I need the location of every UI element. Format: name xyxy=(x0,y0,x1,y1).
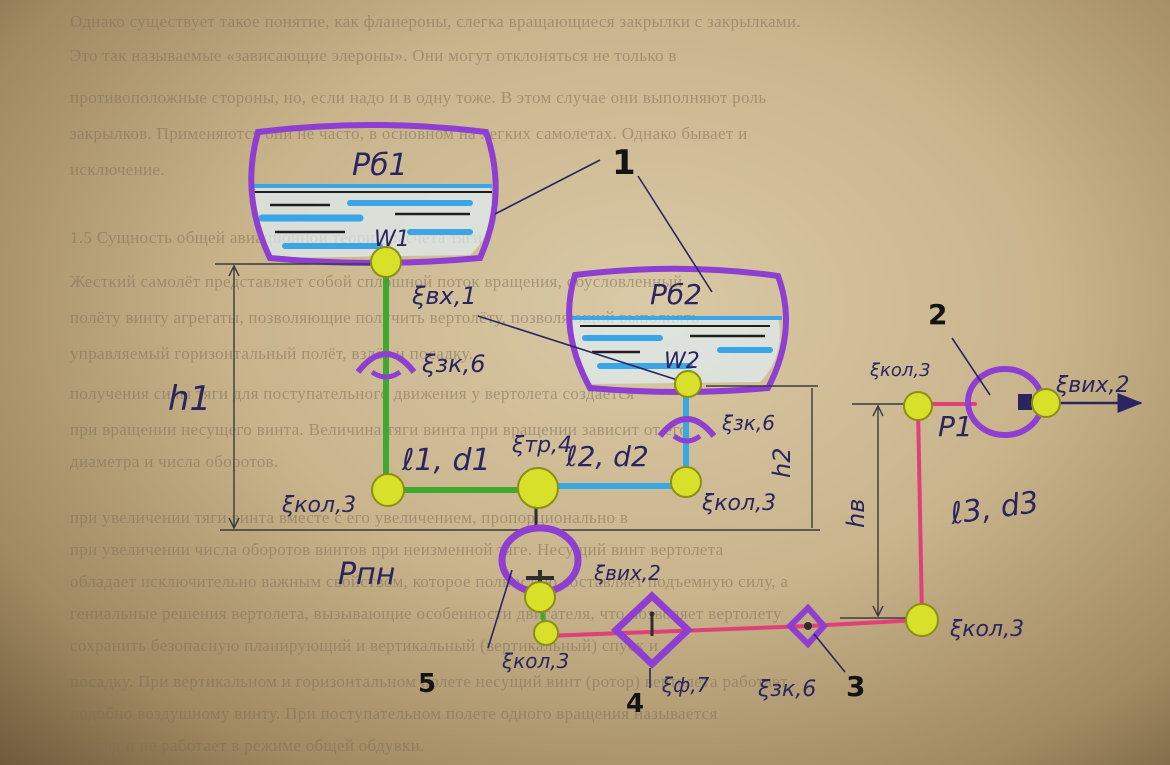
label-p1: P1 xyxy=(938,410,973,443)
bg-line: Это так называемые «зависающие элероны».… xyxy=(70,46,677,65)
bg-line: сохранить безопасную планирующий и верти… xyxy=(70,636,659,655)
bg-line: при увеличении числа оборотов винтов при… xyxy=(70,540,724,559)
callout-1: 1 xyxy=(612,143,636,183)
node-pump2-outlet xyxy=(1031,388,1061,418)
node-bottom-right xyxy=(905,603,939,637)
label-level-1: W1 xyxy=(374,227,410,252)
bg-line: Жесткий самолёт представляет собой сплош… xyxy=(70,272,683,291)
bg-line: противоположные стороны, но, если надо и… xyxy=(70,88,767,107)
label-pipe-3: ℓ3, d3 xyxy=(947,485,1041,532)
bg-line: закрылков. Применяются они не часто, в о… xyxy=(70,124,748,143)
bg-line: при увеличении тяги винта вместе с его у… xyxy=(70,508,629,527)
bg-line: вперед и не работает в режиме общей обду… xyxy=(70,736,425,755)
node-corner-left xyxy=(371,473,405,507)
label-zeta-vix2-bottom: ξвих,2 xyxy=(593,561,661,585)
pipe-pink-bottom xyxy=(543,618,922,639)
filter-4-body xyxy=(610,591,694,669)
node-top-right xyxy=(903,391,933,421)
label-tank2-pressure: Pб2 xyxy=(650,278,702,311)
label-zeta-zk6-left: ξзк,6 xyxy=(421,350,486,378)
bg-line: посадку. При вертикальном и горизонтальн… xyxy=(70,672,788,691)
leader-tr4 xyxy=(477,315,691,385)
bg-line: гениальные решения вертолета, вызывающие… xyxy=(70,604,782,623)
callout-5: 5 xyxy=(418,669,436,699)
valve-left-body xyxy=(355,351,417,374)
bg-line: подобно воздушному винту. При поступател… xyxy=(70,704,718,723)
labels: Pб1 Pб2 W1 W2 1 2 3 4 5 ξвх,1 ξзк,6 ξзк,… xyxy=(168,143,1130,719)
valve-3 xyxy=(785,603,829,649)
label-hv: hв xyxy=(842,499,870,528)
label-zeta-vix2-top: ξвих,2 xyxy=(1055,373,1130,398)
node-bottom-left xyxy=(533,620,559,646)
node-tank1-outlet xyxy=(370,246,402,278)
label-zeta-kol3-bottom: ξкол,3 xyxy=(501,649,569,673)
filter-4 xyxy=(610,591,694,669)
valve-right-body xyxy=(657,416,717,438)
label-h1: h1 xyxy=(168,379,211,419)
node-tee xyxy=(517,467,559,509)
bg-line: исключение. xyxy=(70,160,165,179)
label-zeta-tr4: ξтр,4 xyxy=(511,433,572,458)
label-zeta-f7: ξф,7 xyxy=(661,673,710,697)
label-zeta-kol3-topright: ξкол,3 xyxy=(869,360,931,381)
label-zeta-kol3-left: ξкол,3 xyxy=(281,493,356,518)
leader-lines xyxy=(477,159,991,688)
label-zeta-zk6-bottom: ξзк,6 xyxy=(757,677,816,702)
node-tank2-outlet xyxy=(674,370,702,398)
label-ppn: Pпн xyxy=(338,557,395,592)
valve-right xyxy=(657,416,717,444)
valve-left xyxy=(355,351,417,380)
callout-4: 4 xyxy=(626,689,644,719)
label-zeta-kol3-bottomright: ξкол,3 xyxy=(949,617,1024,642)
bg-line: диаметра и числа оборотов. xyxy=(70,452,279,471)
callout-3: 3 xyxy=(846,670,865,703)
pipe-pink-riser xyxy=(916,404,924,620)
bg-line: при вращении несущего винта. Величина тя… xyxy=(70,420,689,439)
bg-line: обладает исключительно важным свойством,… xyxy=(70,572,789,591)
nodes xyxy=(370,246,1061,646)
label-zeta-kol3-mid: ξкол,3 xyxy=(701,491,776,516)
label-pipe-2: ℓ2, d2 xyxy=(565,440,649,473)
bg-line: Однако существует такое понятие, как фла… xyxy=(70,12,801,31)
label-h2: h2 xyxy=(768,448,796,478)
node-corner-mid xyxy=(670,466,702,498)
node-pump5-outlet xyxy=(524,581,556,613)
callout-2: 2 xyxy=(928,298,947,331)
pump-5 xyxy=(498,524,582,633)
label-pipe-1: ℓ1, d1 xyxy=(401,443,491,478)
tank-2-outline xyxy=(566,265,789,395)
tank-1-outline xyxy=(248,122,499,266)
label-zeta-zk6-right: ξзк,6 xyxy=(721,411,775,435)
tank-1 xyxy=(248,122,499,266)
bg-line: получения силы тяги для поступательного … xyxy=(70,384,635,403)
label-tank1-pressure: Pб1 xyxy=(352,148,408,183)
label-zeta-vx1: ξвх,1 xyxy=(411,282,477,310)
valve-3-body xyxy=(785,603,829,649)
tank-2 xyxy=(566,265,789,395)
label-level-2: W2 xyxy=(664,349,700,374)
